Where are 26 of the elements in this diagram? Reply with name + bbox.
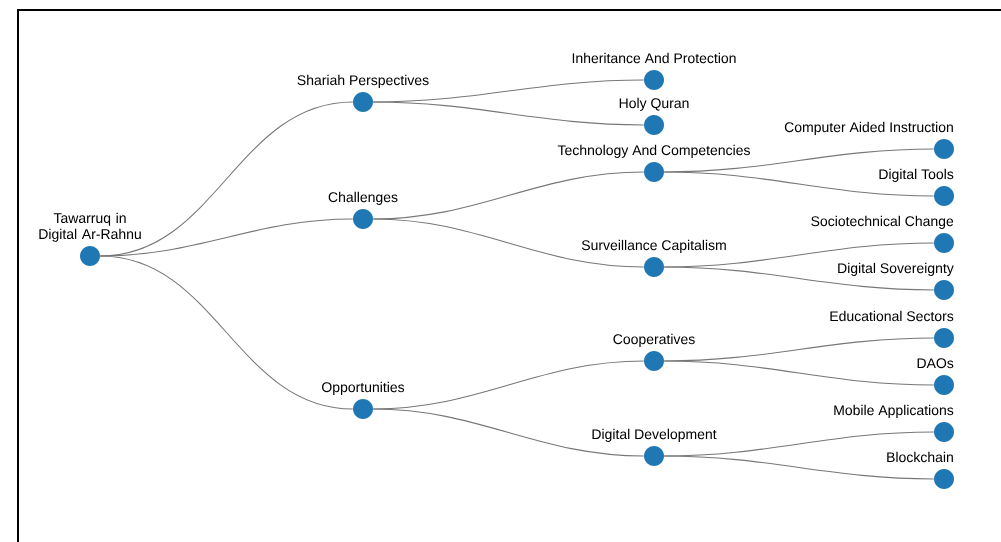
node-label: Technology And Competencies <box>557 144 750 158</box>
connector-curve <box>663 266 935 291</box>
node-label: Mobile Applications <box>834 404 954 418</box>
node-label: Digital Tools <box>879 168 954 182</box>
connector-curve <box>663 455 935 480</box>
node-label: Tawarruq in Digital Ar-Rahnu <box>39 212 141 242</box>
node-label: Computer Aided Instruction <box>784 121 953 135</box>
connector-curve <box>372 101 645 126</box>
node-label: Shariah Perspectives <box>297 74 429 88</box>
connector-curve <box>663 171 935 197</box>
node-label: Opportunities <box>322 381 405 395</box>
connector-curve <box>372 408 645 457</box>
connector-curve <box>663 360 935 386</box>
node-label: Digital Development <box>592 428 717 442</box>
node-label: Educational Sectors <box>830 310 954 322</box>
node-label: Sociotechnical Change <box>811 215 954 229</box>
node-label: Blockchain <box>887 451 953 463</box>
connector-curve <box>99 255 354 410</box>
node-label: Holy Quran <box>619 97 689 111</box>
node-label: DAOs <box>917 358 954 369</box>
node-label: Cooperatives <box>613 333 695 347</box>
node-label: Inheritance And Protection <box>572 52 736 64</box>
connector-curve <box>372 218 645 268</box>
node-label: Surveillance Capitalism <box>581 239 726 253</box>
node-label: Challenges <box>328 191 398 205</box>
node-label: Digital Sovereignty <box>838 262 954 276</box>
